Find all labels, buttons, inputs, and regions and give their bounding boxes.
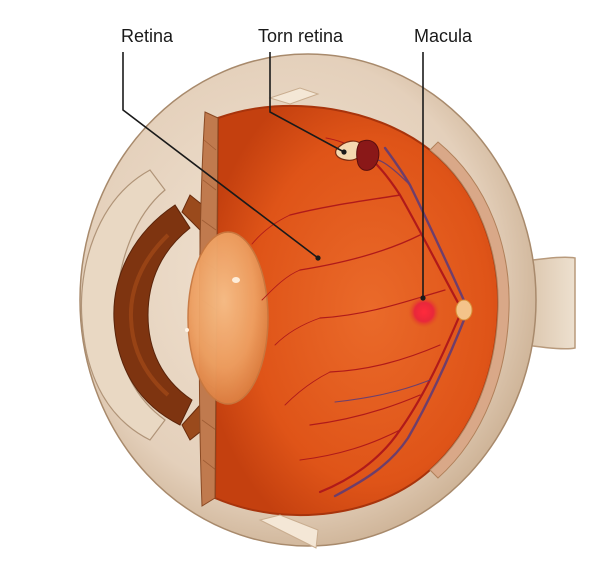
label-retina: Retina (121, 26, 174, 46)
macula-spot (408, 296, 440, 328)
pupil-highlight (185, 328, 189, 332)
lens (188, 232, 268, 404)
optic-disc (456, 300, 472, 320)
lens-highlight (232, 277, 240, 283)
label-torn-retina: Torn retina (258, 26, 344, 46)
label-macula: Macula (414, 26, 473, 46)
